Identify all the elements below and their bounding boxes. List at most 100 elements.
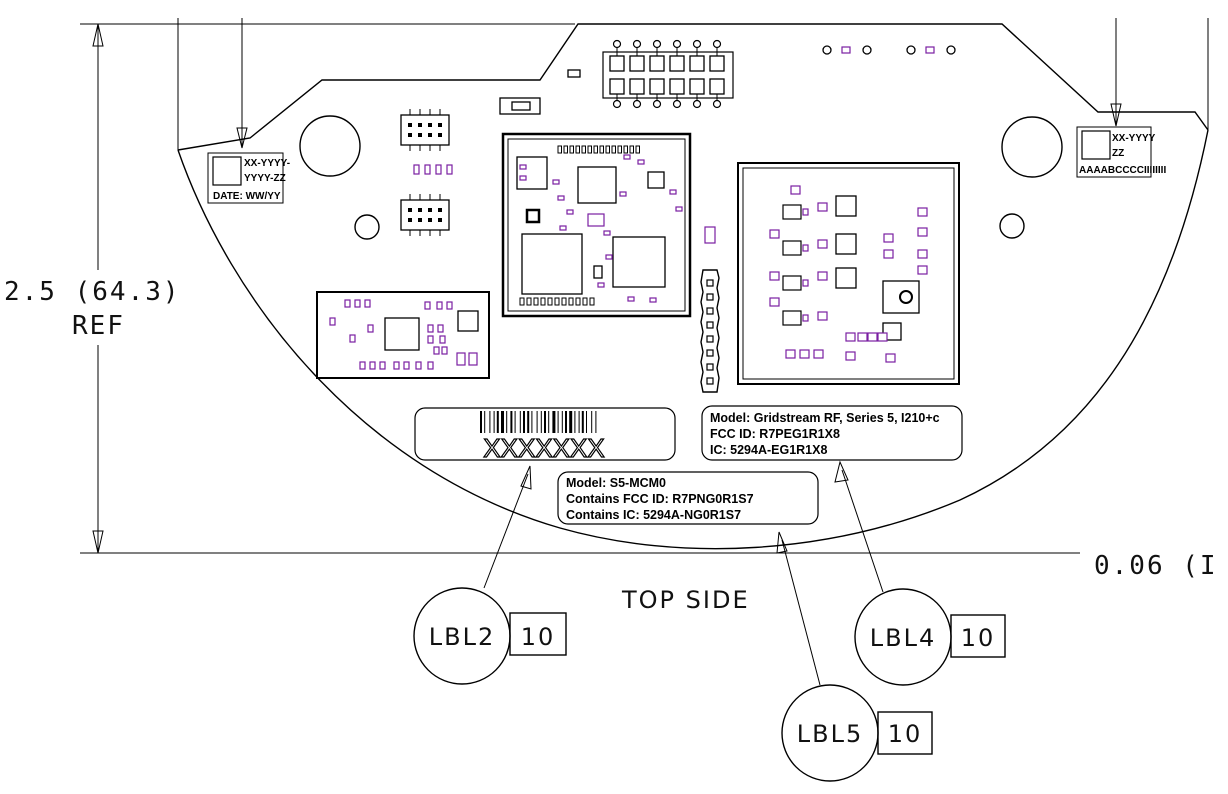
smd-pad bbox=[589, 297, 595, 306]
passive-pad bbox=[619, 191, 627, 197]
passive-pad bbox=[623, 154, 631, 160]
model-label-line1: Model: Gridstream RF, Series 5, I210+c bbox=[710, 411, 940, 425]
height-dimension bbox=[80, 23, 1080, 554]
smd-pad bbox=[575, 297, 581, 306]
mounting-hole-small-left bbox=[354, 214, 380, 240]
callout-leaders bbox=[483, 460, 884, 686]
mounting-hole-large-left bbox=[299, 115, 361, 177]
passive-pad bbox=[424, 301, 431, 310]
callout-lbl2 bbox=[413, 587, 567, 685]
connector-pin bbox=[428, 133, 432, 137]
shield-can-right bbox=[737, 162, 960, 385]
passive-pad bbox=[917, 249, 928, 259]
passive-pad bbox=[813, 349, 824, 359]
header-pin-lead bbox=[672, 99, 682, 109]
header-pin bbox=[706, 377, 714, 385]
passive-pad bbox=[877, 332, 888, 342]
callout-lbl2-id: LBL2 bbox=[429, 623, 495, 651]
callout-lbl4 bbox=[854, 588, 1006, 686]
header-pin bbox=[689, 78, 705, 95]
thickness-dimension-value: 0.06 (I bbox=[1094, 551, 1218, 581]
right-label-line3: AAAABCCCCIIIIIIII bbox=[1079, 165, 1166, 176]
passive-pad bbox=[799, 349, 810, 359]
header-pin-lead bbox=[632, 99, 642, 109]
barcode-bar bbox=[574, 411, 576, 433]
passive-pad bbox=[369, 361, 376, 370]
transistor-body bbox=[782, 310, 802, 326]
header-pin bbox=[629, 78, 645, 95]
model-label-line2: FCC ID: R7PEG1R1X8 bbox=[710, 427, 840, 441]
passive-pad bbox=[441, 346, 448, 355]
barcode-bar bbox=[586, 411, 587, 433]
left-connector-bottom bbox=[400, 194, 450, 236]
connector-pin bbox=[428, 208, 432, 212]
passive-pad bbox=[359, 361, 366, 370]
module-label-line1: Model: S5-MCM0 bbox=[566, 476, 666, 490]
passive-pad bbox=[427, 361, 434, 370]
passive-pad bbox=[393, 361, 400, 370]
passive-pad bbox=[769, 229, 780, 239]
passive-pad bbox=[329, 317, 336, 326]
callout-lbl4-id: LBL4 bbox=[870, 624, 936, 652]
passive-pad bbox=[519, 175, 527, 181]
barcode-bar bbox=[595, 411, 597, 433]
barcode-bar bbox=[527, 411, 530, 433]
header-pin-lead bbox=[712, 99, 722, 109]
passive-pad bbox=[917, 227, 928, 237]
transistor-pad bbox=[802, 244, 809, 252]
passive-pad bbox=[817, 271, 828, 281]
passive-pad bbox=[883, 249, 894, 259]
barcode-bar bbox=[514, 411, 516, 433]
passive-pad bbox=[559, 225, 567, 231]
smd-pad bbox=[519, 297, 525, 306]
model-label bbox=[701, 405, 963, 461]
smd-pad bbox=[563, 145, 568, 154]
passive-pad bbox=[436, 301, 443, 310]
header-pin bbox=[706, 363, 714, 371]
small-smd-top bbox=[567, 69, 581, 78]
callout-lbl2-qty: 10 bbox=[521, 623, 556, 651]
passive-pad bbox=[364, 299, 371, 308]
passive-pad bbox=[519, 164, 527, 170]
smd-pad bbox=[581, 145, 586, 154]
barcode-bar bbox=[489, 411, 491, 433]
passive-pad bbox=[627, 296, 635, 302]
barcode-bar bbox=[480, 411, 482, 433]
passive-pad bbox=[427, 335, 434, 344]
height-dimension-value: 2.5 (64.3) bbox=[4, 277, 181, 307]
passive-pad bbox=[817, 202, 828, 212]
header-pin bbox=[706, 279, 714, 287]
barcode-bar bbox=[484, 411, 486, 433]
connector-pin bbox=[438, 123, 442, 127]
barcode-bar bbox=[496, 411, 499, 433]
transistor-pad bbox=[802, 314, 809, 322]
passive-pad bbox=[845, 351, 856, 361]
passive-pad bbox=[603, 230, 611, 236]
barcode-bar bbox=[591, 411, 593, 433]
callout-lbl5 bbox=[781, 684, 933, 782]
passive-pad bbox=[637, 159, 645, 165]
smd-pad bbox=[554, 297, 560, 306]
barcode-bar bbox=[519, 411, 521, 433]
header-pin-lead bbox=[692, 39, 702, 49]
passive-pad bbox=[344, 299, 351, 308]
header-pin bbox=[706, 307, 714, 315]
right-label-line2: ZZ bbox=[1112, 148, 1124, 159]
date-label-line2: YYYY-ZZ bbox=[244, 173, 286, 184]
module-label-line3: Contains IC: 5294A-NG0R1S7 bbox=[566, 508, 741, 522]
connector-pin bbox=[438, 133, 442, 137]
header-pin-lead bbox=[652, 99, 662, 109]
header-pin bbox=[609, 55, 625, 72]
barcode-bar bbox=[501, 411, 504, 433]
smd-pad bbox=[635, 145, 640, 154]
serial-number-text: XXXXXXX bbox=[483, 433, 604, 463]
smd-pad bbox=[629, 145, 634, 154]
smd-pad bbox=[569, 145, 574, 154]
passive-pad bbox=[403, 361, 410, 370]
view-title: TOP SIDE bbox=[621, 586, 750, 614]
passive-pad bbox=[867, 332, 878, 342]
barcode-bar bbox=[523, 411, 525, 433]
passive-pad bbox=[785, 349, 796, 359]
vertical-pin-header bbox=[700, 269, 720, 393]
